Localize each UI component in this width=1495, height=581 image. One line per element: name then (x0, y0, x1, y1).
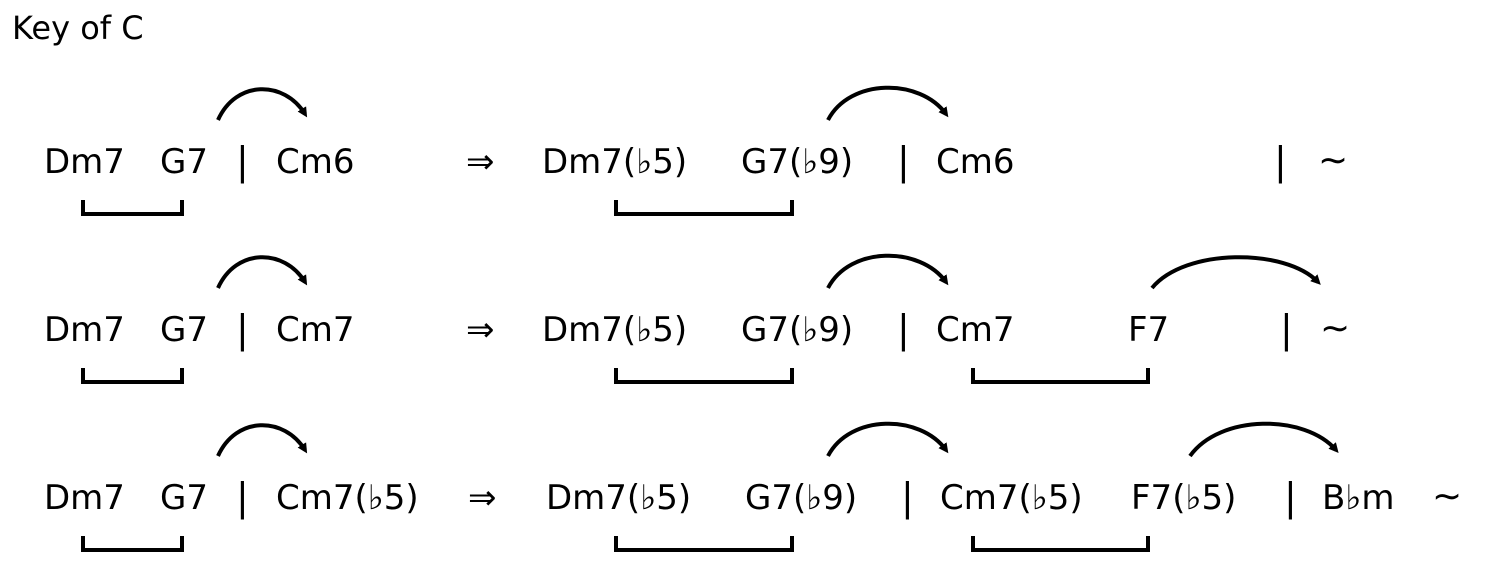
row3-left-chord-2: G7 (160, 478, 208, 518)
row2-right-resolution-arrow (826, 253, 949, 289)
row2-right-barline-1: | (897, 307, 910, 351)
row2-right-chord-3: Cm7 (936, 310, 1015, 350)
row1-right-chord-3: Cm6 (936, 142, 1015, 182)
row2-right-barline-2: | (1280, 307, 1293, 351)
row1-left-barline: | (236, 139, 249, 183)
row3-left-chord-1: Dm7 (44, 478, 125, 518)
row1-left-chord-2: G7 (160, 142, 208, 182)
row1-left-resolution-arrow (216, 87, 308, 121)
row2-right-bracket-1 (614, 368, 794, 384)
row3-right-bracket-1 (614, 536, 794, 552)
row3-left-barline: | (236, 475, 249, 519)
row3-right-resolution-arrow-2 (1188, 421, 1339, 458)
row3-left-resolution-arrow (216, 423, 308, 457)
row3-right-bracket-2 (971, 536, 1150, 552)
row2-left-bracket (81, 368, 184, 384)
row1-continuation-tilde: ∼ (1318, 140, 1349, 181)
row3-right-resolution-arrow (826, 421, 949, 457)
row1-right-barline-2: | (1274, 139, 1287, 183)
row2-continuation-tilde: ∼ (1320, 308, 1351, 349)
page-title: Key of C (12, 9, 144, 47)
row2-implies-arrow: ⇒ (466, 310, 495, 350)
row2-right-resolution-arrow-2 (1150, 255, 1321, 290)
row2-left-resolution-arrow (216, 255, 308, 289)
row3-right-chord-1: Dm7(♭5) (546, 478, 692, 518)
row1-left-chord-1: Dm7 (44, 142, 125, 182)
row3-right-chord-5: B♭m (1322, 478, 1395, 518)
row3-right-barline-2: | (1284, 475, 1297, 519)
row2-right-bracket-2 (971, 368, 1150, 384)
row1-right-chord-1: Dm7(♭5) (542, 142, 688, 182)
row1-left-target-chord: Cm6 (276, 142, 355, 182)
row3-right-barline-1: | (901, 475, 914, 519)
row3-left-bracket (81, 536, 184, 552)
row1-right-bracket (614, 200, 794, 216)
row3-right-chord-4: F7(♭5) (1131, 478, 1237, 518)
row3-left-target-chord: Cm7(♭5) (276, 478, 419, 518)
row3-continuation-tilde: ∼ (1432, 476, 1463, 517)
row3-implies-arrow: ⇒ (468, 478, 497, 518)
row2-right-chord-2: G7(♭9) (741, 310, 854, 350)
row1-implies-arrow: ⇒ (466, 142, 495, 182)
row2-left-chord-1: Dm7 (44, 310, 125, 350)
row1-right-barline-1: | (897, 139, 910, 183)
row3-right-chord-3: Cm7(♭5) (940, 478, 1083, 518)
row1-left-bracket (81, 200, 184, 216)
row3-right-chord-2: G7(♭9) (745, 478, 858, 518)
row2-right-chord-4: F7 (1128, 310, 1170, 350)
row2-right-chord-1: Dm7(♭5) (542, 310, 688, 350)
row2-left-target-chord: Cm7 (276, 310, 355, 350)
row2-left-barline: | (236, 307, 249, 351)
row1-right-chord-2: G7(♭9) (741, 142, 854, 182)
row1-right-resolution-arrow (826, 85, 949, 121)
row2-left-chord-2: G7 (160, 310, 208, 350)
